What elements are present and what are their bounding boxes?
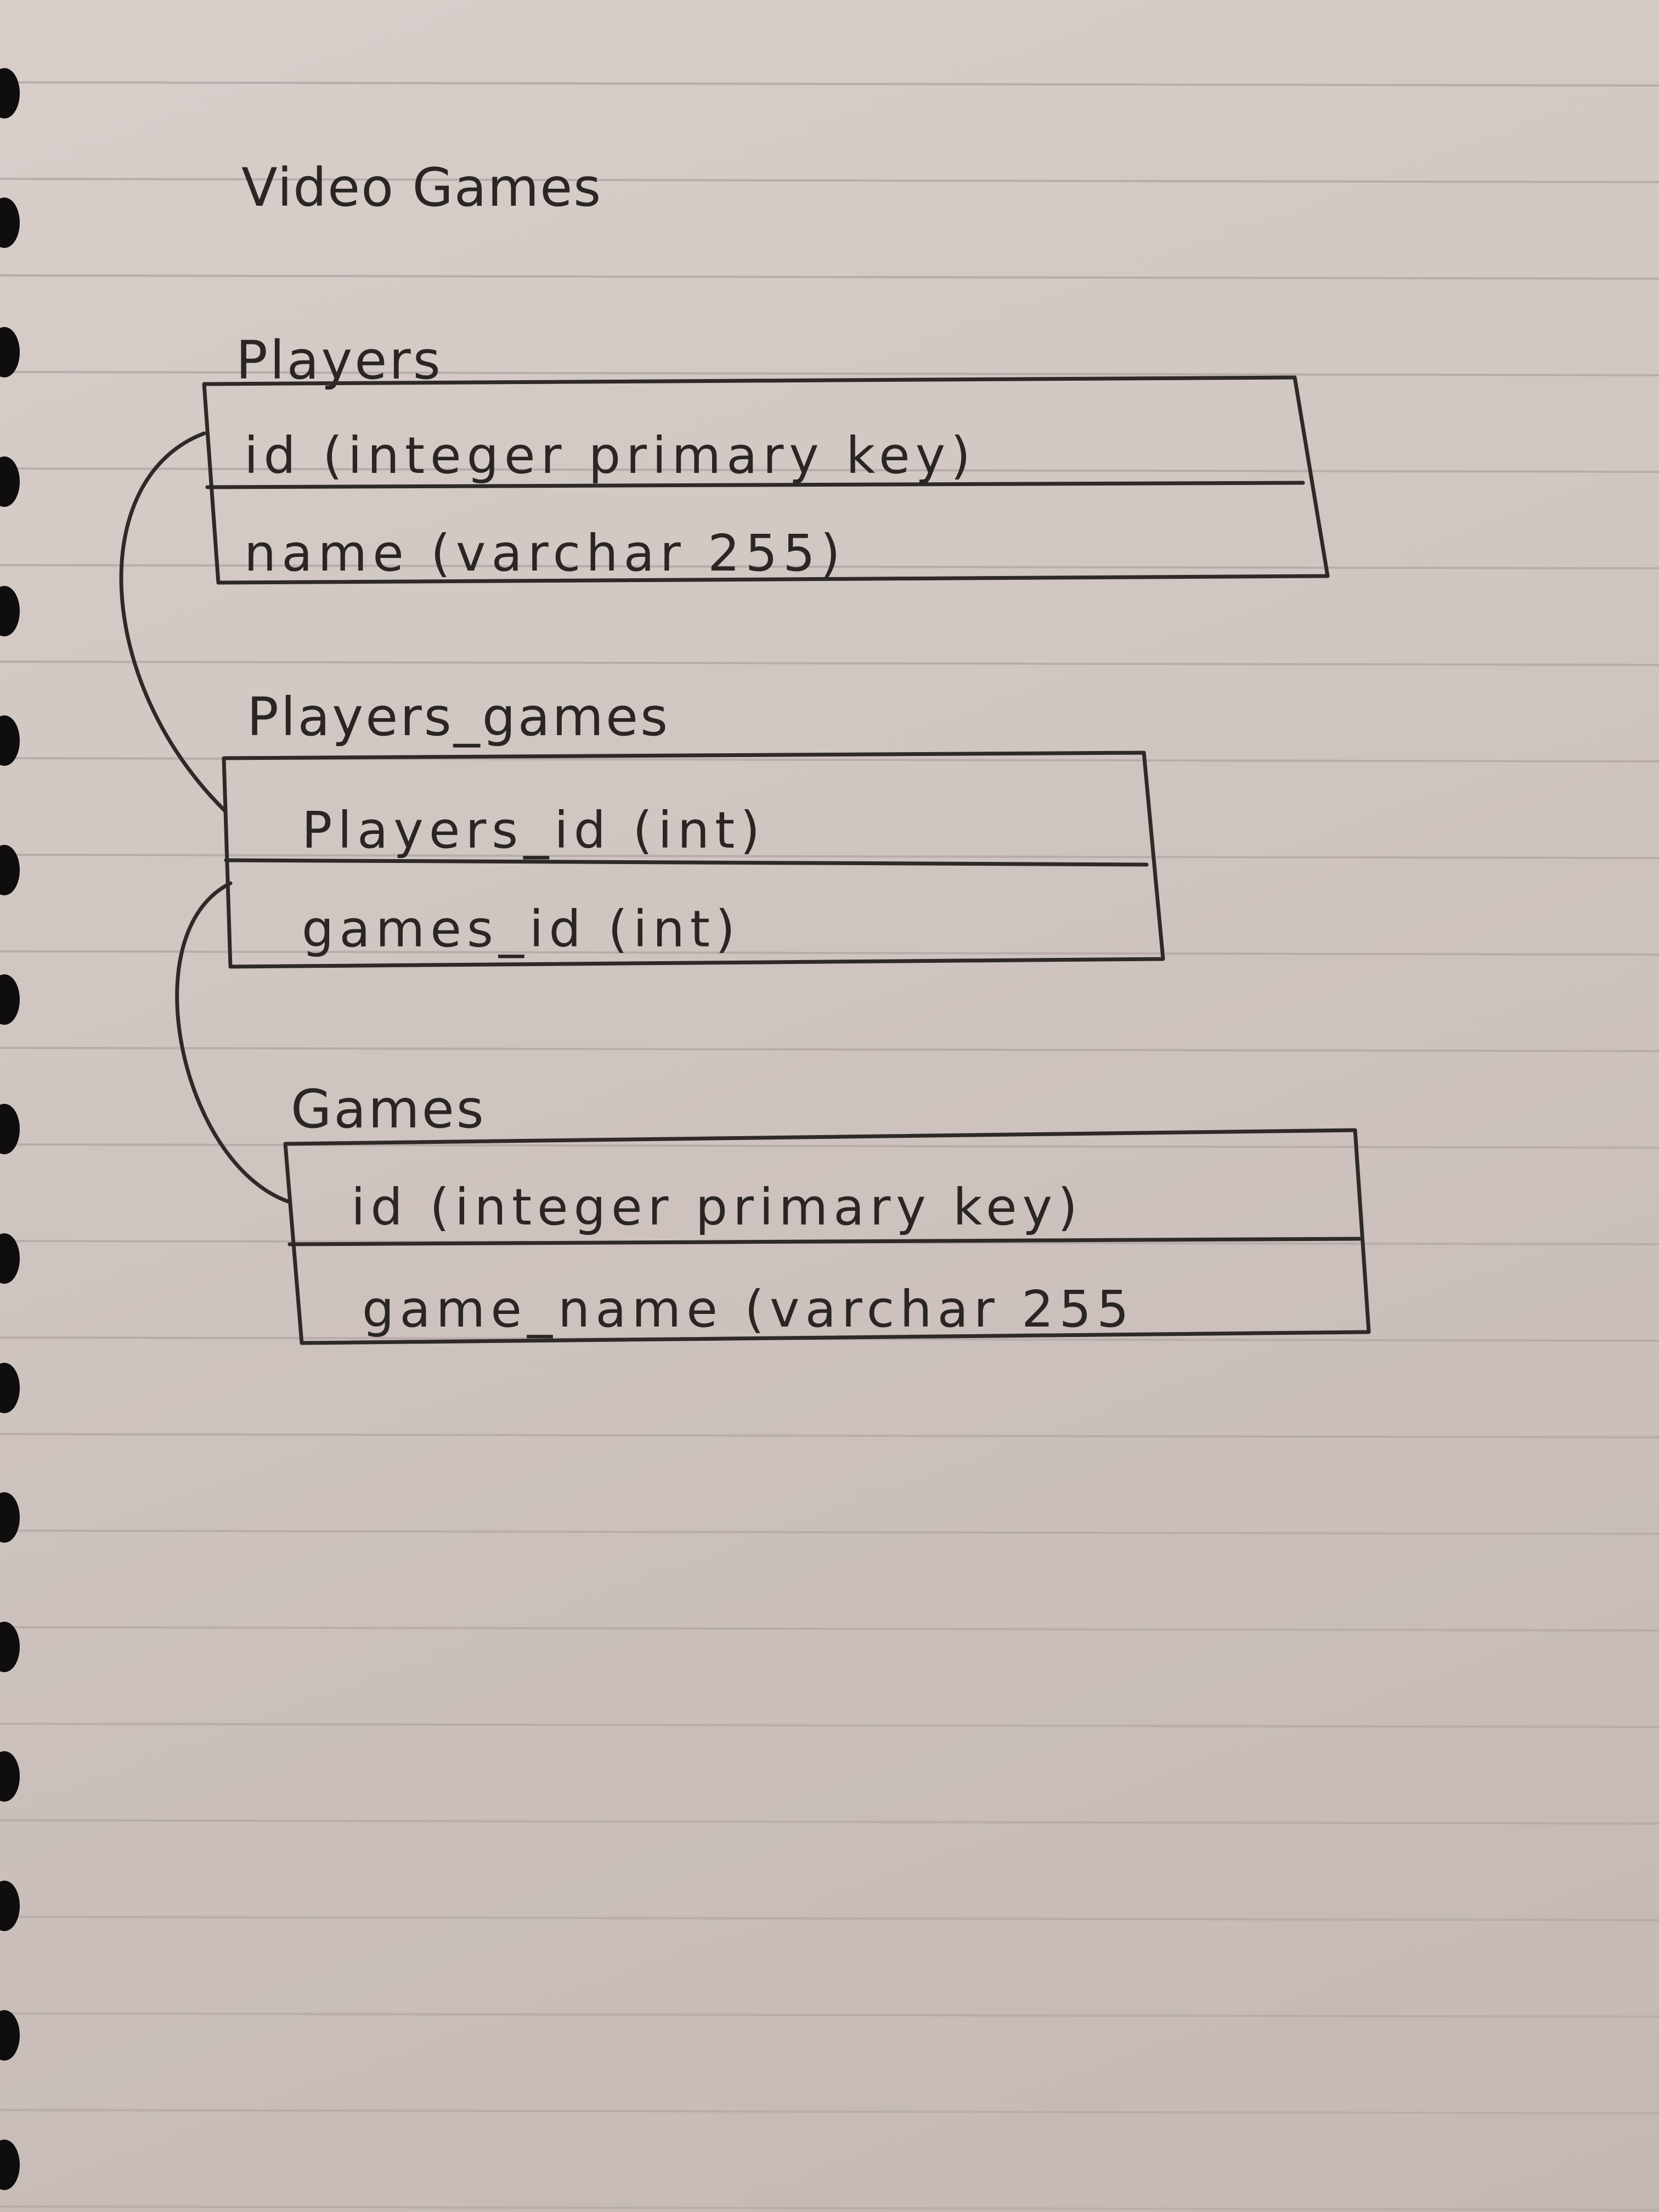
ruled-line — [0, 661, 1659, 666]
ruled-line — [0, 2012, 1659, 2018]
table-players-row-divider — [205, 481, 1305, 489]
spiral-hole — [0, 2010, 20, 2061]
table-players-games-row-divider — [224, 858, 1149, 867]
ruled-line — [0, 1723, 1659, 1728]
spiral-hole — [0, 1233, 20, 1284]
table-players-border — [202, 375, 1330, 585]
table-players-games-border — [222, 751, 1165, 969]
field-players-id-fk: Players_id (int) — [302, 801, 765, 860]
ruled-line — [0, 467, 1659, 473]
ruled-line — [0, 950, 1659, 956]
spiral-hole — [0, 715, 20, 766]
ruled-line — [0, 2109, 1659, 2114]
ruled-line — [0, 1143, 1659, 1149]
field-games-id: id (integer primary key) — [351, 1178, 1083, 1237]
ruled-line — [0, 371, 1659, 376]
spiral-hole — [0, 2140, 20, 2190]
ruled-line — [0, 854, 1659, 859]
field-players-id: id (integer primary key) — [244, 426, 976, 485]
page-title: Video Games — [241, 157, 602, 218]
ruled-line — [0, 1047, 1659, 1052]
spiral-hole — [0, 68, 20, 119]
relation-players-games-to-games — [175, 881, 290, 1204]
table-players: Players id (integer primary key) name (v… — [202, 330, 1330, 585]
spiral-hole — [0, 1104, 20, 1154]
ruled-line — [0, 178, 1659, 183]
spiral-hole — [0, 327, 20, 377]
table-games-row-divider — [287, 1237, 1362, 1246]
field-games-name: game_name (varchar 255 — [362, 1280, 1135, 1339]
ruled-line — [0, 1530, 1659, 1535]
spiral-hole — [0, 1622, 20, 1672]
spiral-hole — [0, 586, 20, 636]
table-title-games: Games — [291, 1079, 486, 1140]
spiral-hole — [0, 974, 20, 1025]
spiral-hole — [0, 1492, 20, 1543]
spiral-hole — [0, 1881, 20, 1931]
field-players-name: name (varchar 255) — [244, 524, 846, 583]
spiral-hole — [0, 1751, 20, 1802]
table-players-games: Players_games Players_id (int) games_id … — [222, 686, 1165, 969]
field-games-id-fk: games_id (int) — [302, 900, 741, 958]
ruled-line — [0, 274, 1659, 280]
ruled-line — [0, 2205, 1659, 2211]
spiral-binding — [0, 68, 20, 2190]
ruled-line — [0, 1819, 1659, 1825]
spiral-hole — [0, 845, 20, 895]
spiral-hole — [0, 1363, 20, 1413]
ruled-line — [0, 1433, 1659, 1438]
spiral-hole — [0, 456, 20, 507]
ruled-line — [0, 81, 1659, 87]
spiral-hole — [0, 198, 20, 248]
ruled-line — [0, 564, 1659, 569]
table-games-border — [283, 1128, 1371, 1345]
ruled-line — [0, 1626, 1659, 1632]
ruled-line — [0, 1916, 1659, 1921]
table-games: Games id (integer primary key) game_name… — [283, 1079, 1371, 1345]
relation-players-to-players-games — [119, 431, 227, 813]
table-title-players-games: Players_games — [247, 686, 670, 748]
